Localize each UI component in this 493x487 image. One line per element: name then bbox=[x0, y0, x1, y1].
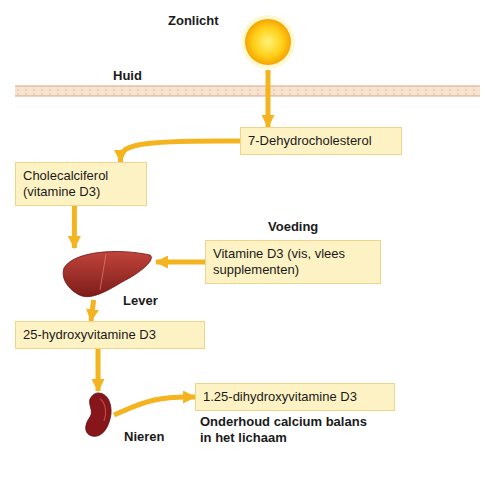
kidney-outline bbox=[82, 391, 114, 439]
liver-shape bbox=[63, 251, 151, 296]
process-box: 1.25-dihydroxyvitamine D3 bbox=[195, 383, 395, 411]
flow-arrow bbox=[156, 260, 205, 265]
box-text: 1.25-dihydroxyvitamine D3 bbox=[203, 389, 387, 405]
liver-outline bbox=[60, 248, 156, 300]
box-text: 7-Dehydrocholesterol bbox=[248, 133, 394, 149]
kidney-figure: Nieren bbox=[82, 391, 114, 439]
sun-disc bbox=[245, 19, 291, 65]
process-box: Cholecalciferol (vitamine D3) bbox=[15, 162, 147, 206]
kidney-highlight bbox=[100, 399, 106, 421]
sun-figure: Zonlicht bbox=[240, 14, 296, 70]
box-heading: Voeding bbox=[268, 219, 318, 235]
figure-label: Zonlicht bbox=[168, 13, 219, 29]
box-text: Vitamine D3 (vis, vlees supplementen) bbox=[213, 246, 373, 278]
liver-figure: Lever bbox=[60, 248, 156, 300]
skin-band bbox=[15, 86, 480, 96]
liver-lobe-line bbox=[100, 254, 106, 290]
skin-label: Huid bbox=[113, 68, 173, 84]
figure-label: Lever bbox=[123, 293, 158, 309]
kidney-shape bbox=[86, 393, 111, 436]
box-text: 25-hydroxyvitamine D3 bbox=[23, 327, 197, 343]
flow-arrow bbox=[114, 397, 195, 415]
flow-arrow bbox=[121, 141, 240, 162]
figure-label: Nieren bbox=[124, 429, 164, 445]
sun-outline bbox=[240, 14, 296, 70]
process-box: VoedingVitamine D3 (vis, vlees supplemen… bbox=[205, 240, 381, 284]
flow-arrow bbox=[72, 206, 77, 248]
process-box: 7-Dehydrocholesterol bbox=[240, 127, 402, 155]
flow-arrow bbox=[96, 349, 101, 391]
sun-glow bbox=[241, 15, 295, 69]
box-text: Cholecalciferol (vitamine D3) bbox=[23, 168, 139, 200]
flow-arrow bbox=[266, 70, 271, 127]
process-box: 25-hydroxyvitamine D3 bbox=[15, 321, 205, 349]
flow-arrow bbox=[91, 300, 94, 321]
note-text: Onderhoud calcium balans in het lichaam bbox=[200, 414, 378, 446]
